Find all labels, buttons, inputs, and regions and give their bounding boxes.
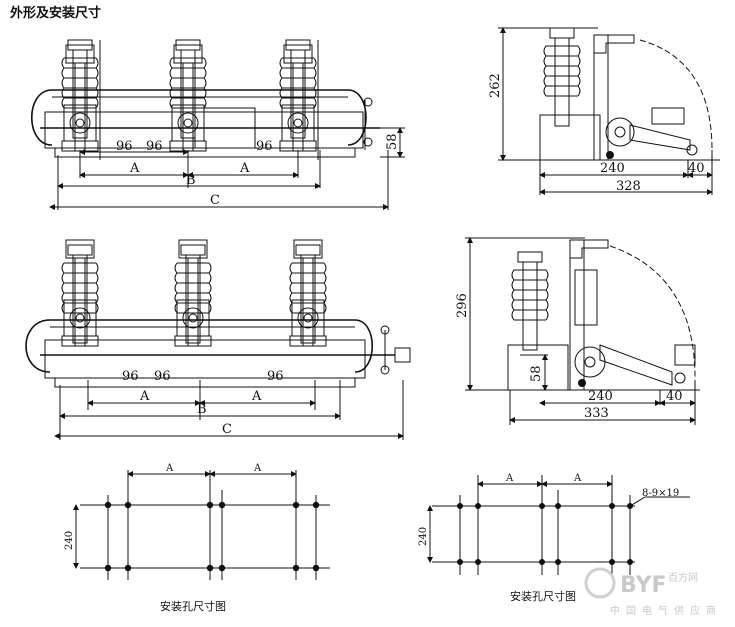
hole-pattern-right: A A 240 8-9×19 安装孔尺寸图 — [418, 473, 690, 603]
front-top-dimensions: 96 96 96 A A B C 58 — [49, 127, 405, 210]
dim-333: 333 — [584, 406, 609, 421]
watermark: BYF 百方网 中国电气供应商 — [584, 567, 722, 617]
hole-spec-label: 8-9×19 — [642, 488, 679, 499]
dim-A-right: A — [239, 161, 250, 176]
watermark-logo: BYF — [620, 573, 667, 598]
dim-C-b: C — [222, 422, 232, 437]
hole-dim-A-right-r: A — [573, 473, 582, 484]
dim-96-left-b: 96 — [122, 369, 139, 384]
dim-96-right-b: 96 — [267, 369, 284, 384]
dim-40: 40 — [688, 161, 705, 176]
watermark-sub-cn: 百方网 — [668, 571, 698, 584]
dim-B-b: B — [197, 402, 207, 417]
front-view-top — [31, 39, 380, 160]
hole-dim-240: 240 — [64, 531, 75, 550]
dim-A-left: A — [129, 161, 140, 176]
watermark-logo-icon — [584, 567, 616, 599]
dim-58: 58 — [385, 133, 400, 150]
hole-dim-240-r: 240 — [418, 527, 429, 546]
dim-328: 328 — [616, 179, 641, 194]
dim-296: 296 — [455, 293, 470, 318]
front-bottom-dimensions: 96 96 96 A A B C — [54, 369, 404, 440]
dim-96-center-b: 96 — [154, 369, 171, 384]
hole-dim-A-left: A — [165, 463, 174, 474]
dim-A-left-b: A — [139, 389, 150, 404]
dim-40-side: 40 — [666, 389, 683, 404]
dim-96-center: 96 — [146, 139, 163, 154]
hole-dim-A-left-r: A — [505, 473, 514, 484]
dim-240: 240 — [600, 161, 625, 176]
hole-caption-left: 安装孔尺寸图 — [160, 599, 226, 613]
dim-262: 262 — [488, 73, 503, 98]
watermark-sub: 中国电气供应商 — [610, 604, 722, 617]
side-view-top — [539, 27, 720, 161]
dim-240-side: 240 — [588, 389, 613, 404]
dim-58-side: 58 — [529, 365, 544, 382]
hole-caption-right: 安装孔尺寸图 — [510, 589, 576, 603]
front-view-bottom — [25, 239, 411, 388]
page-title: 外形及安装尺寸 — [10, 6, 102, 21]
dim-96-left: 96 — [116, 139, 133, 154]
side-bottom-dimensions: 296 58 240 40 333 — [455, 237, 696, 425]
dim-B: B — [186, 173, 196, 188]
side-view-bottom — [507, 239, 700, 391]
hole-dim-A-right: A — [253, 463, 262, 474]
hole-pattern-left: A A 240 安装孔尺寸图 — [64, 463, 330, 613]
side-top-dimensions: 262 240 40 328 — [488, 27, 713, 195]
dim-C: C — [210, 193, 220, 208]
dim-A-right-b: A — [251, 389, 262, 404]
dim-96-right: 96 — [256, 139, 273, 154]
